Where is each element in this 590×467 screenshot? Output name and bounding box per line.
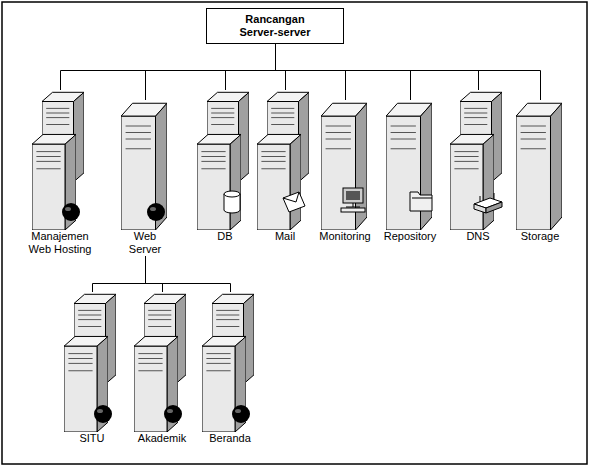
connector-line	[226, 44, 276, 90]
server-label: Monitoring	[319, 230, 370, 243]
server-label: Akademik	[138, 432, 186, 445]
connector-line	[276, 44, 479, 90]
server-label: DNS	[466, 230, 489, 243]
router-symbol	[474, 193, 502, 213]
connector-line	[276, 44, 541, 100]
connector-line	[146, 256, 163, 292]
server-label: Mail	[275, 230, 295, 243]
server-icon	[516, 103, 562, 230]
server-icon	[121, 103, 167, 230]
mail-symbol	[283, 192, 305, 212]
server-icon	[202, 294, 254, 432]
disk-symbol	[147, 203, 165, 221]
server-icon	[257, 92, 309, 230]
icon-slot	[257, 90, 313, 230]
server-node: Web Server	[117, 100, 173, 256]
server-tower	[450, 134, 494, 230]
title-text: Rancangan Server-server	[230, 13, 320, 39]
connector-line	[146, 256, 231, 292]
connector-line	[93, 256, 146, 292]
icon-slot	[64, 292, 120, 432]
connector-line	[276, 44, 346, 100]
icon-slot	[117, 100, 173, 230]
database-symbol	[224, 191, 240, 213]
server-node: SITU	[64, 292, 120, 445]
server-label: Beranda	[209, 432, 251, 445]
server-icon	[386, 103, 432, 230]
server-icon	[134, 294, 186, 432]
server-icon	[450, 92, 502, 230]
server-node: Mail	[257, 90, 313, 243]
server-node: Monitoring	[317, 100, 373, 243]
icon-slot	[512, 100, 568, 230]
server-node: DB	[197, 90, 253, 243]
server-label: Web Server	[125, 230, 165, 256]
connector-line	[276, 44, 411, 100]
disk-symbol	[164, 405, 182, 423]
connector-line	[61, 44, 276, 90]
disk-symbol	[232, 405, 250, 423]
icon-slot	[317, 100, 373, 230]
server-node: Akademik	[134, 292, 190, 445]
disk-symbol	[62, 203, 80, 221]
icon-slot	[32, 90, 88, 230]
icon-slot	[134, 292, 190, 432]
server-icon	[321, 103, 367, 230]
icon-slot	[202, 292, 258, 432]
monitor-symbol	[341, 188, 365, 212]
server-tower	[121, 103, 167, 230]
connector-line	[146, 44, 276, 100]
connector-line	[276, 44, 286, 90]
server-tower	[516, 103, 562, 230]
server-node: Repository	[382, 100, 438, 243]
title-box: Rancangan Server-server	[206, 8, 344, 44]
server-label: Storage	[521, 230, 560, 243]
server-node: Manajemen Web Hosting	[27, 90, 93, 256]
server-node: DNS	[450, 90, 506, 243]
server-label: Manajemen Web Hosting	[27, 230, 93, 256]
icon-slot	[382, 100, 438, 230]
server-icon	[32, 92, 84, 230]
server-icon	[64, 294, 116, 432]
server-tower	[197, 134, 241, 230]
server-label: SITU	[79, 432, 104, 445]
disk-symbol	[94, 405, 112, 423]
server-tower	[321, 103, 367, 230]
server-tower	[257, 134, 301, 230]
server-node: Beranda	[202, 292, 258, 445]
icon-slot	[197, 90, 253, 230]
folder-symbol	[410, 192, 432, 211]
server-icon	[197, 92, 249, 230]
server-node: Storage	[512, 100, 568, 243]
server-label: Repository	[384, 230, 437, 243]
server-label: DB	[217, 230, 232, 243]
server-tower	[386, 103, 432, 230]
icon-slot	[450, 90, 506, 230]
